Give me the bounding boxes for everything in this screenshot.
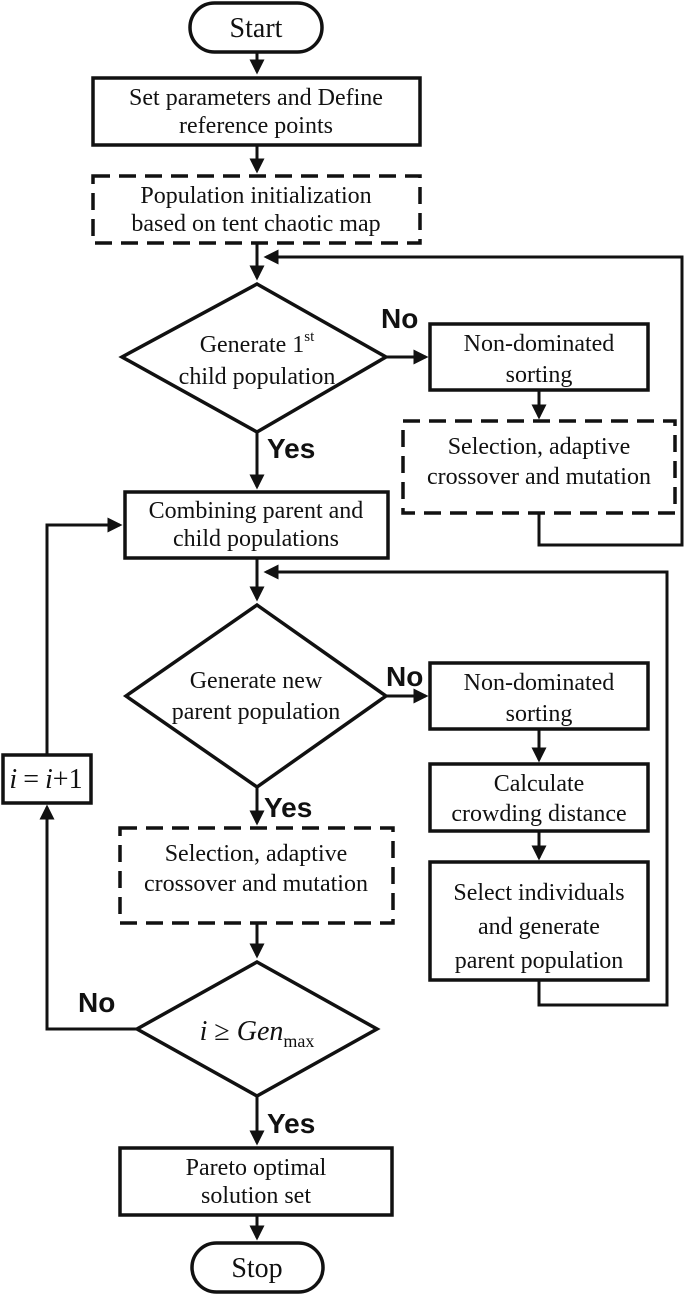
select-individuals-line3: parent population (455, 948, 624, 974)
pareto-line2: solution set (201, 1183, 311, 1209)
generate-first-child-text: Generate 1 (200, 332, 305, 358)
pareto-line1: Pareto optimal (186, 1155, 327, 1181)
selcrossmut1-line2: crossover and mutation (427, 464, 651, 490)
decision2-yes-label: Yes (264, 792, 312, 823)
selection-crossover-mutation-box-2 (118, 826, 395, 925)
increment-counter-box (1, 753, 93, 805)
population-init-line2: based on tent chaotic map (131, 211, 380, 237)
generate-first-child-line2: child population (179, 364, 336, 390)
select-individuals-box (428, 860, 650, 982)
selcrossmut1-line1: Selection, adaptive (448, 434, 631, 460)
selcrossmut2-line2: crossover and mutation (144, 871, 368, 897)
decision2-no-label: No (386, 661, 423, 692)
decision3-yes-label: Yes (267, 1108, 315, 1139)
selcrossmut2-line1: Selection, adaptive (165, 841, 348, 867)
decision-generate-first-child (118, 282, 390, 435)
gen-check-variable: i (200, 1016, 208, 1047)
loop-selectind-back-to-decision2 (263, 564, 669, 1007)
branch-labels: No Yes No Yes No Yes (78, 303, 423, 1139)
edge-decision3-no-to-increment (39, 804, 137, 1031)
edge-increment-to-combine (45, 517, 123, 755)
stop-label: Stop (231, 1253, 282, 1284)
combine-line1: Combining parent and (149, 498, 364, 524)
combine-populations-box (123, 490, 390, 560)
select-individuals-line1: Select individuals (453, 880, 624, 906)
node-labels: Start Set parameters and Define referenc… (9, 13, 651, 1284)
increment-variable2: i (45, 764, 53, 795)
non-dominated-sorting-box-2 (428, 661, 650, 731)
increment-label: i=i+1 (9, 764, 82, 795)
nds1-line2: sorting (506, 362, 573, 388)
gen-check-subscript: max (283, 1031, 314, 1051)
population-init-line1: Population initialization (140, 183, 371, 209)
combine-line2: child populations (173, 526, 339, 552)
generate-new-parent-line2: parent population (172, 699, 341, 725)
nds2-line2: sorting (506, 701, 573, 727)
generate-first-child-superscript: st (304, 329, 315, 345)
crowding-line2: crowding distance (451, 801, 626, 827)
increment-plus-one: +1 (53, 764, 83, 795)
generate-new-parent-line1: Generate new (190, 668, 323, 694)
stop-terminator (190, 1241, 325, 1294)
non-dominated-sorting-box-1 (428, 322, 650, 392)
increment-variable1: i (9, 764, 17, 795)
nds2-line1: Non-dominated (464, 670, 615, 696)
edges (39, 52, 684, 1241)
set-parameters-line2: reference points (179, 113, 333, 139)
start-label: Start (230, 13, 283, 44)
crowding-line1: Calculate (494, 771, 585, 797)
generation-max-label: i≥ Genmax (200, 1016, 315, 1051)
decision-generation-max (133, 959, 381, 1099)
increment-equals: = (23, 764, 39, 795)
decision3-no-label: No (78, 987, 115, 1018)
start-terminator (188, 1, 324, 54)
pareto-solution-box (118, 1146, 394, 1217)
nds1-line1: Non-dominated (464, 331, 615, 357)
decision1-no-label: No (381, 303, 418, 334)
set-parameters-line1: Set parameters and Define (129, 85, 383, 111)
loop-selcrossmut1-back-to-decision1 (263, 249, 684, 547)
set-parameters-box (91, 76, 422, 147)
calculate-crowding-distance-box (428, 762, 650, 833)
population-init-box (91, 174, 422, 245)
select-individuals-line2: and generate (478, 914, 600, 940)
generate-first-child-line1: Generate 1st (200, 329, 315, 358)
gen-check-operator: ≥ (214, 1016, 229, 1047)
decision-generate-new-parent (122, 602, 390, 790)
selection-crossover-mutation-box-1 (401, 419, 677, 515)
gen-check-gen: Gen (237, 1016, 284, 1047)
decision1-yes-label: Yes (267, 433, 315, 464)
